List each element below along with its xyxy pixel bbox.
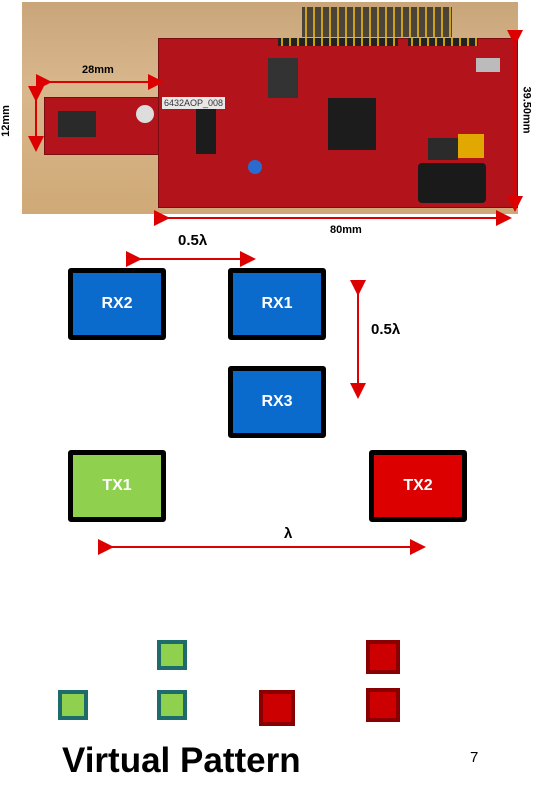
antenna-rx1: RX1 [228, 268, 326, 340]
page-title: Virtual Pattern [62, 741, 301, 780]
board-label: 6432AOP_008 [162, 97, 226, 109]
lambda-label: λ [284, 525, 293, 542]
dimension-arrows [28, 30, 523, 226]
tx1-label: TX1 [102, 477, 132, 494]
array-arrows [98, 251, 426, 555]
tx2-label: TX2 [403, 477, 433, 494]
board-photo: 6432AOP_008 [22, 2, 518, 214]
antenna-rx3: RX3 [228, 366, 326, 438]
virtual-element-green-bottom-left [58, 690, 88, 720]
width-top-label: 28mm [82, 64, 114, 76]
antenna-tx2: TX2 [369, 450, 467, 522]
virtual-element-green-bottom-middle [157, 690, 187, 720]
page-number: 7 [470, 749, 479, 766]
antenna-tx1: TX1 [68, 450, 166, 522]
virtual-element-red-top [366, 640, 400, 674]
main-board [158, 38, 518, 208]
virtual-element-red-bottom-left [259, 690, 295, 726]
height-right-label: 39.50mm [520, 86, 533, 134]
half-lambda-horizontal-label: 0.5λ [178, 232, 208, 249]
height-left-label: 12mm [0, 105, 12, 137]
rx1-label: RX1 [261, 295, 293, 312]
antenna-rx2: RX2 [68, 268, 166, 340]
antenna-module-board [44, 97, 180, 155]
width-bottom-label: 80mm [330, 224, 362, 236]
virtual-element-red-bottom-right [366, 688, 400, 722]
half-lambda-vertical-label: 0.5λ [371, 321, 401, 338]
rx2-label: RX2 [101, 295, 133, 312]
virtual-element-green-top [157, 640, 187, 670]
rx3-label: RX3 [261, 393, 293, 410]
